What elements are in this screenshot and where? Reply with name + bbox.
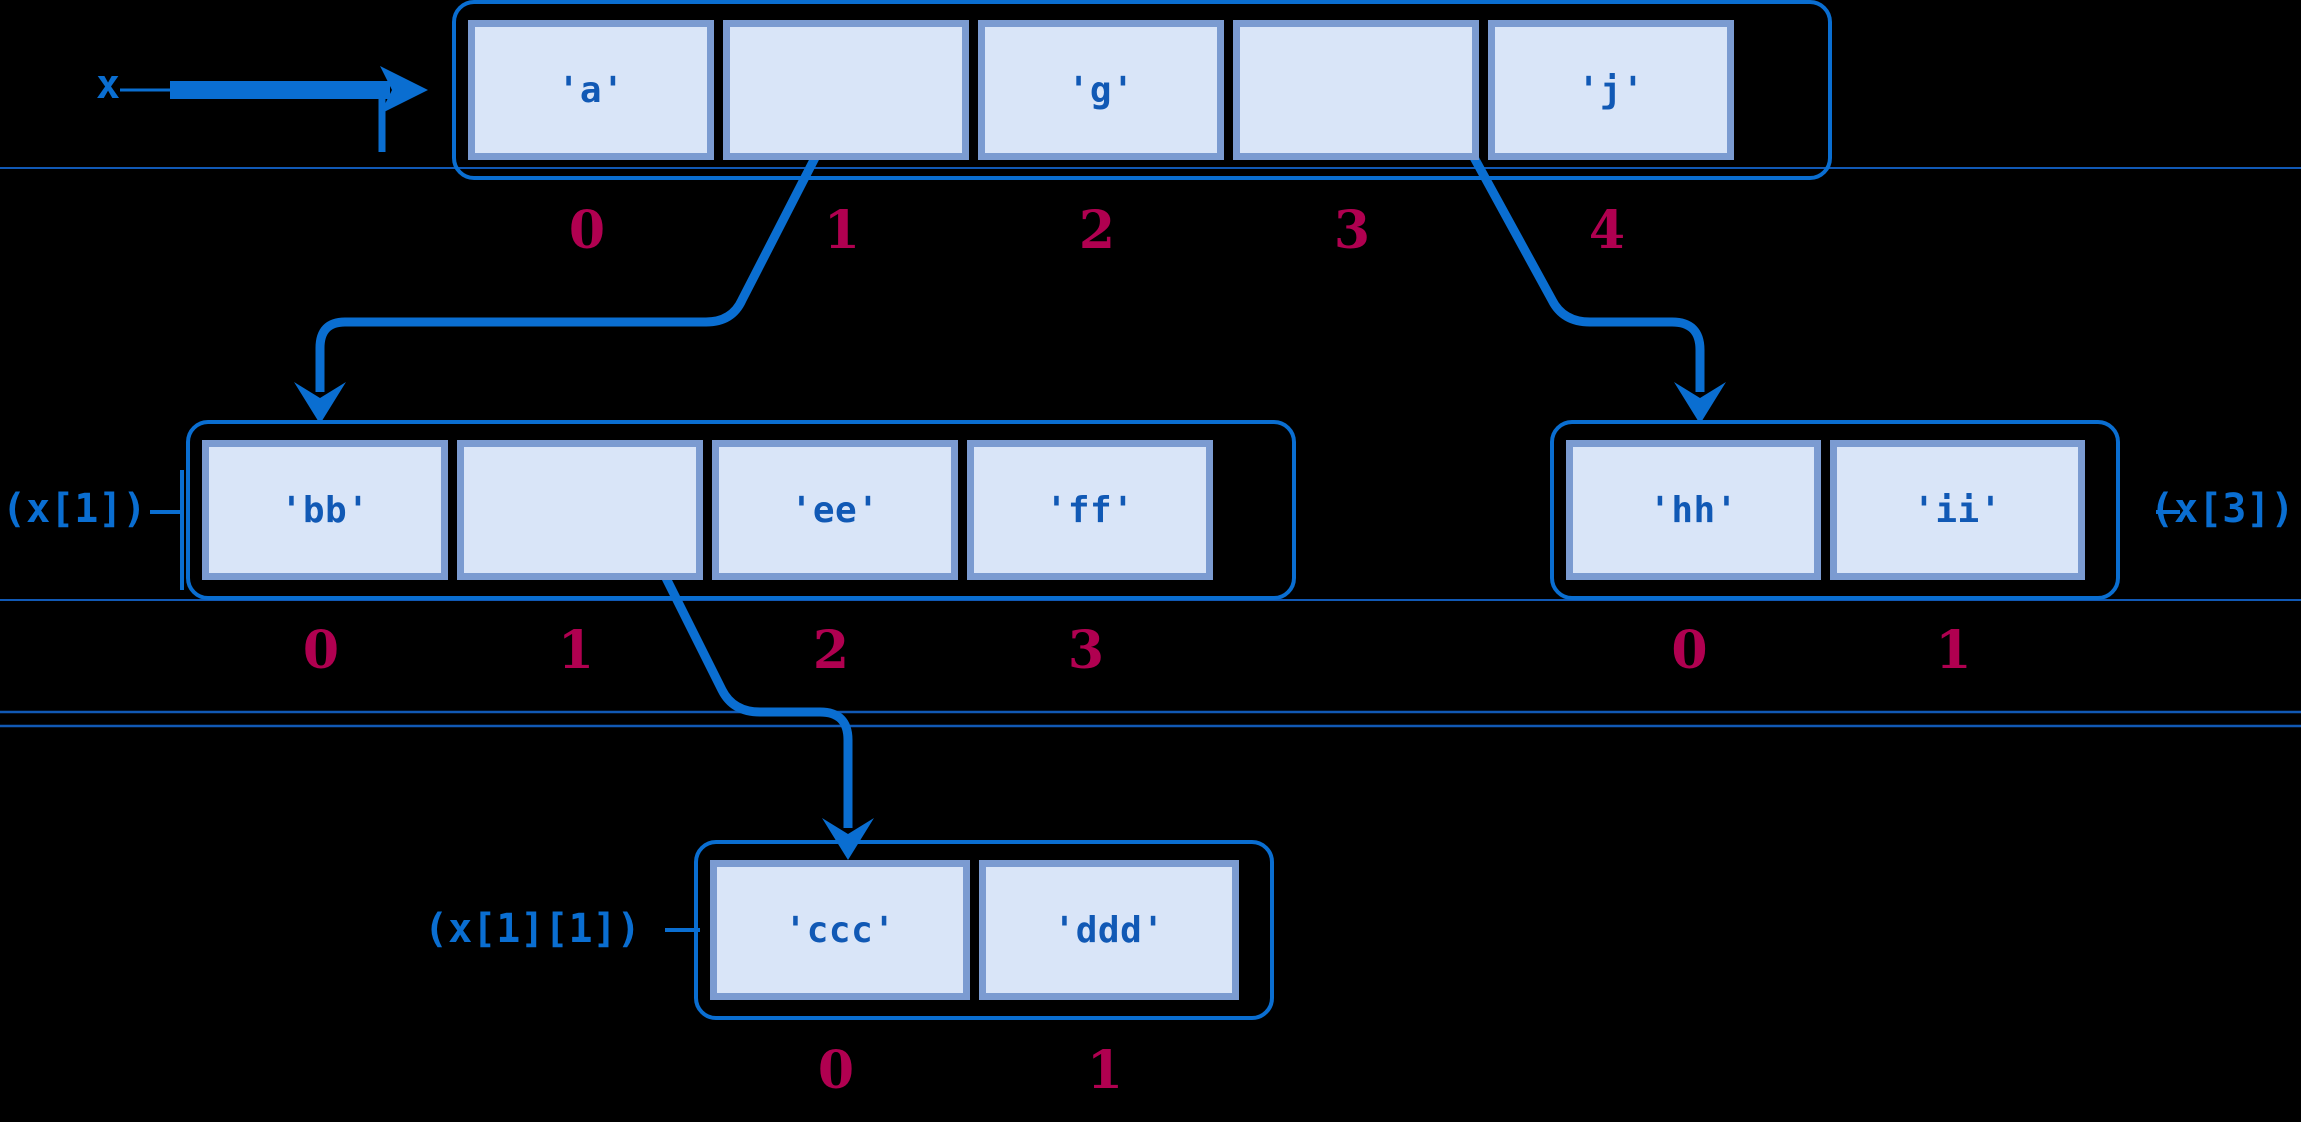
array-index-label: 2	[1078, 200, 1116, 261]
array-index-label: 4	[1588, 200, 1626, 261]
array-cell[interactable]: 'g'	[978, 20, 1224, 160]
top-array-index-row: 0 1 2 3 4	[464, 200, 1820, 261]
array-cell[interactable]: 'j'	[1488, 20, 1734, 160]
array-cell[interactable]: 'ccc'	[710, 860, 970, 1000]
x1-array-container: 'bb' 'ee' 'ff'	[186, 420, 1296, 600]
array-cell[interactable]: 'hh'	[1566, 440, 1821, 580]
array-cell[interactable]: 'ee'	[712, 440, 958, 580]
x11-side-label: (x[1][1])	[424, 906, 641, 952]
leader-x1-label	[150, 470, 184, 590]
array-index-label: 1	[823, 200, 861, 261]
array-cell[interactable]	[457, 440, 703, 580]
arrowhead-x1	[294, 382, 346, 424]
x11-array-index-row: 0 1	[706, 1040, 1262, 1101]
array-index-label: 0	[568, 200, 606, 261]
array-index-label: 3	[1067, 620, 1105, 681]
array-cell[interactable]: 'bb'	[202, 440, 448, 580]
arrow-top3-to-x3	[1467, 149, 1705, 392]
root-variable-label: x	[96, 62, 121, 108]
array-index-label: 3	[1333, 200, 1371, 261]
x11-array-container: 'ccc' 'ddd'	[694, 840, 1274, 1020]
x3-array-container: 'hh' 'ii'	[1550, 420, 2120, 600]
array-index-label: 1	[557, 620, 595, 681]
array-cell[interactable]: 'ii'	[1830, 440, 2085, 580]
arrowhead-x3	[1674, 382, 1726, 424]
x1-array-index-row: 0 1 2 3	[198, 620, 1284, 681]
arrow-x-to-top-array	[120, 66, 428, 152]
array-cell[interactable]: 'ddd'	[979, 860, 1239, 1000]
arrow-top1-to-x1	[315, 149, 823, 392]
array-index-label: 0	[302, 620, 340, 681]
array-cell[interactable]	[1233, 20, 1479, 160]
array-cell[interactable]: 'ff'	[967, 440, 1213, 580]
x3-side-label: (x[3])	[2150, 486, 2295, 532]
x3-array-index-row: 0 1	[1562, 620, 2108, 681]
array-index-label: 1	[1935, 620, 1972, 681]
array-index-label: 0	[817, 1040, 855, 1101]
array-index-label: 0	[1671, 620, 1708, 681]
x1-side-label: (x[1])	[2, 486, 147, 532]
array-cell[interactable]	[723, 20, 969, 160]
array-cell[interactable]: 'a'	[468, 20, 714, 160]
array-index-label: 2	[812, 620, 850, 681]
array-index-label: 1	[1086, 1040, 1124, 1101]
top-array-container: 'a' 'g' 'j'	[452, 0, 1832, 180]
arrow-x11-to-bottom	[661, 575, 853, 828]
